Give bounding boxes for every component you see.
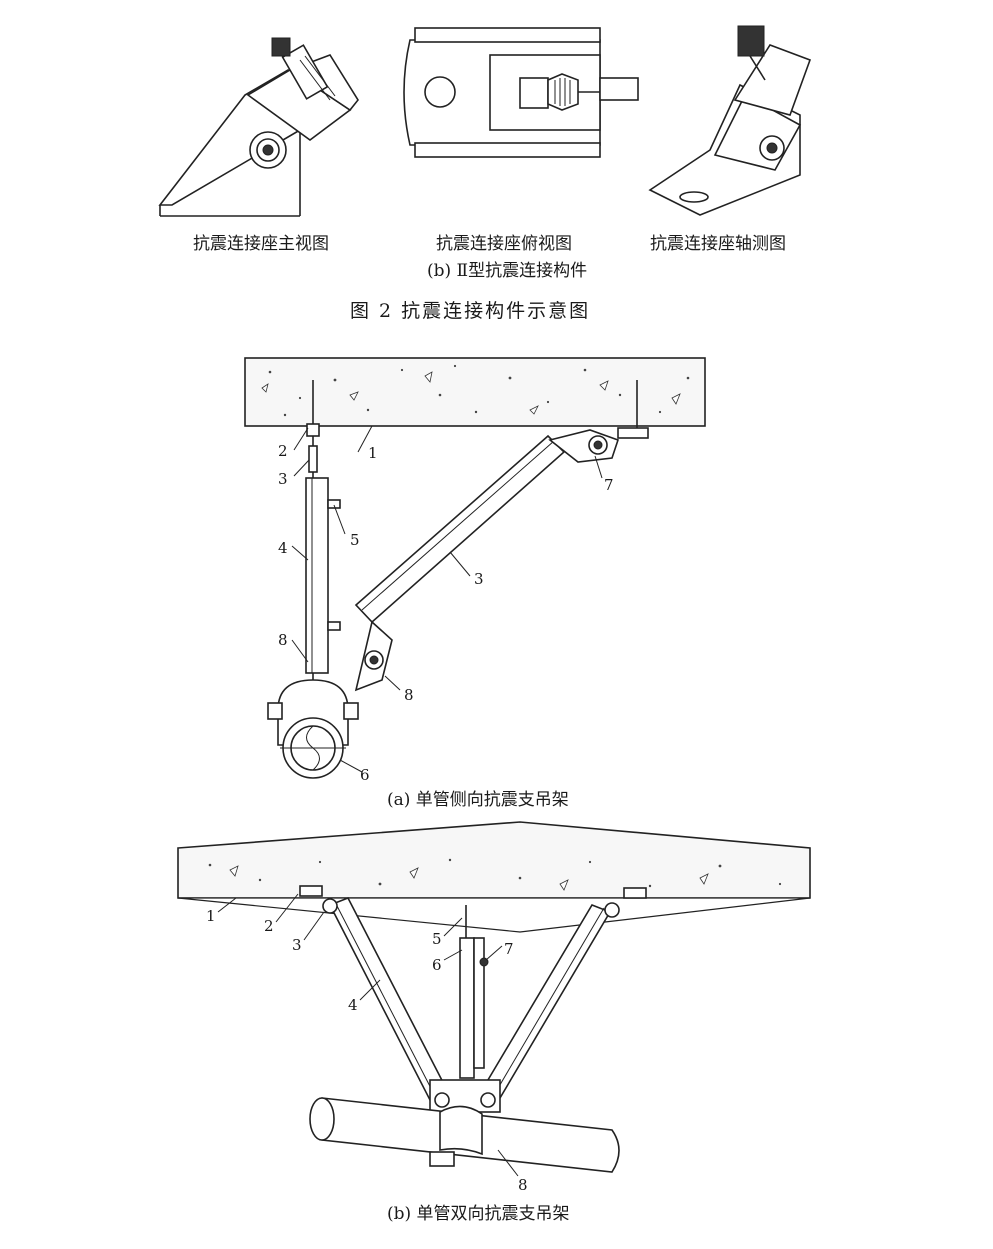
- connector-views-illustration: [158, 25, 812, 217]
- caption-isometric-view: 抗震连接座轴测图: [650, 234, 786, 254]
- diagram-a-callout-2: 2: [278, 442, 288, 460]
- diagram-b-callout-4: 4: [348, 996, 358, 1014]
- diagram-b-callout-1: 1: [206, 907, 216, 925]
- right-brace: [480, 904, 612, 1100]
- caption-front-view: 抗震连接座主视图: [193, 234, 329, 254]
- diagram-b-callout-2: 2: [264, 917, 274, 935]
- caption-diagram-a: (a) 单管侧向抗震支吊架: [387, 790, 569, 810]
- concrete-slab-b: [177, 821, 811, 899]
- diagram-a-callout-4: 3: [474, 570, 484, 588]
- diagram-a-callout-9: 8: [404, 686, 414, 704]
- vertical-channel-b: [459, 937, 475, 1079]
- diagram-a-callout-6: 5: [350, 531, 360, 549]
- connector-top-view: [403, 27, 639, 158]
- diagram-a-callout-5: 4: [278, 539, 288, 557]
- connector-isometric-view: [648, 25, 812, 216]
- diagram-a-callout-8: 7: [604, 476, 614, 494]
- caption-top-view: 抗震连接座俯视图: [436, 234, 572, 254]
- connector-front-view: [158, 37, 359, 217]
- diagram-b-callout-6: 6: [432, 956, 442, 974]
- diagram-a-lateral-brace: 1 2 3 3 4 5 6 7 8 8: [244, 357, 706, 784]
- caption-diagram-b: (b) 单管双向抗震支吊架: [387, 1204, 570, 1224]
- diagram-a-callout-7: 6: [360, 766, 370, 784]
- callouts-a: 1 2 3 3 4 5 6 7 8 8: [278, 442, 614, 784]
- concrete-slab-a: [244, 357, 706, 427]
- figure-title: 图 2 抗震连接构件示意图: [350, 300, 591, 322]
- sub-caption-type-ii: (b) Ⅱ型抗震连接构件: [427, 261, 588, 281]
- diagram-b-callout-5: 5: [432, 930, 442, 948]
- diagram-b-callout-8: 8: [518, 1176, 528, 1194]
- diagram-a-callout-1: 1: [368, 444, 378, 462]
- slab-aggregate-a: [268, 364, 690, 417]
- diagram-b-callout-7: 7: [504, 940, 514, 958]
- diagram-a-callout-3: 3: [278, 470, 288, 488]
- diagram-b-callout-3: 3: [292, 936, 302, 954]
- diagram-a-callout-10: 8: [278, 631, 288, 649]
